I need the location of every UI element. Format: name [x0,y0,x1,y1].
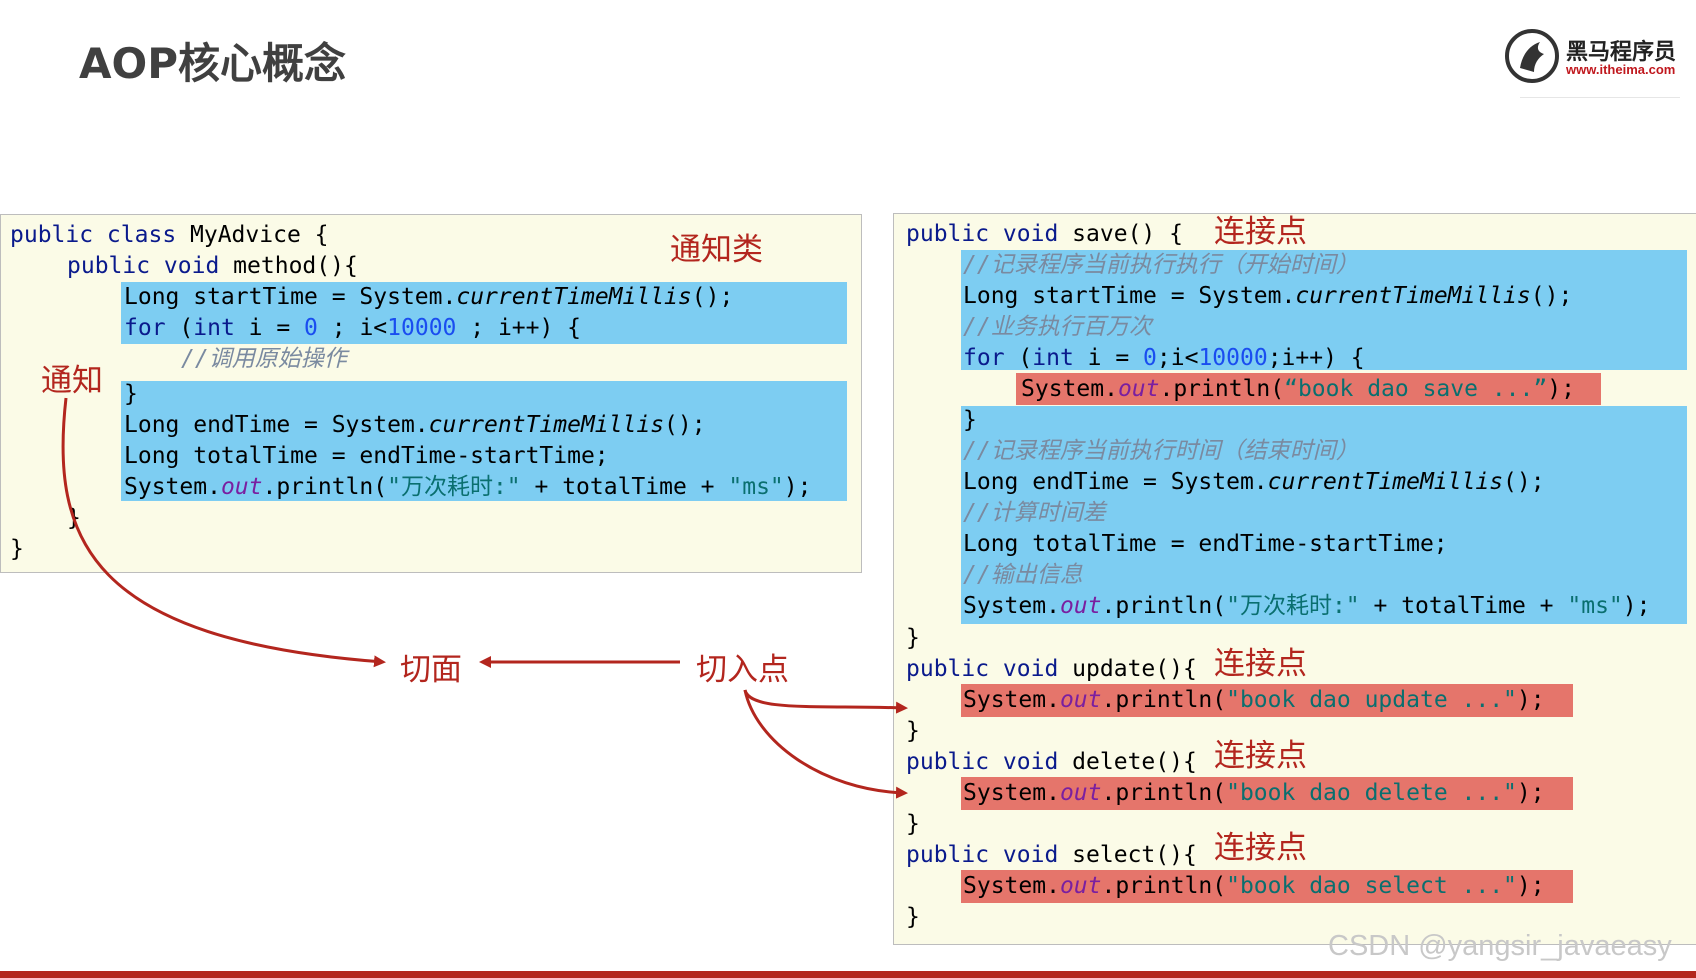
logo-url: www.itheima.com [1566,62,1676,77]
right-select-body: System.out.println("book dao select ..."… [963,873,1545,899]
right-update-close: } [906,718,920,744]
left-line-8: Long totalTime = endTime-startTime; [124,443,609,469]
right-update-body: System.out.println("book dao update ..."… [963,687,1545,713]
aspect-label: 切面 [400,652,462,688]
joinpoint-label-update: 连接点 [1214,646,1307,682]
delete-body-highlight [961,777,1573,810]
right-save-decl: public void save() { [906,221,1183,247]
advice-label: 通知 [41,363,103,399]
right-comment-4: //计算时间差 [963,500,1106,526]
left-line-11: } [10,536,24,562]
right-delete-decl: public void delete(){ [906,749,1197,775]
right-save-close: } [906,625,920,651]
save-highlight-top [961,250,1687,370]
pointcut-to-update-arrow [743,689,908,714]
left-line-3: Long startTime = System.currentTimeMilli… [124,284,734,310]
advice-highlight-top [121,282,847,344]
logo-name: 黑马程序员 [1566,40,1677,65]
left-line-2: public void method(){ [67,253,358,279]
right-update-decl: public void update(){ [906,656,1197,682]
left-line-6: } [124,381,138,407]
logo-horse-icon [1505,29,1559,83]
right-select-close: } [906,904,920,930]
save-highlight-bottom [961,406,1687,624]
save-body-highlight [1016,373,1601,405]
right-line-start: Long startTime = System.currentTimeMilli… [963,283,1573,309]
right-line-print-total: System.out.println("万次耗时:" + totalTime +… [963,593,1651,619]
right-line-for: for (int i = 0;i<10000;i++) { [963,345,1365,371]
right-comment-5: //输出信息 [963,562,1083,588]
watermark: CSDN @yangsir_javaeasy [1328,930,1672,962]
select-body-highlight [961,870,1573,903]
joinpoint-label-delete: 连接点 [1214,738,1307,774]
left-line-9: System.out.println("万次耗时:" + totalTime +… [124,474,812,500]
right-delete-body: System.out.println("book dao delete ..."… [963,780,1545,806]
pointcut-to-delete-arrow [743,689,908,799]
right-comment-3: //记录程序当前执行时间（结束时间） [963,438,1359,464]
right-line-end: Long endTime = System.currentTimeMillis(… [963,469,1545,495]
left-line-4: for (int i = 0 ; i<10000 ; i++) { [124,315,582,341]
left-line-1: public class MyAdvice { [10,222,329,248]
footer-bar [0,971,1696,978]
advice-to-aspect-arrow [61,397,386,668]
advice-highlight-bottom [121,381,847,501]
page-title: AOP核心概念 [79,39,346,88]
right-line-save-print: System.out.println(“book dao save ...”); [1021,376,1575,402]
right-delete-close: } [906,811,920,837]
left-line-5: //调用原始操作 [181,346,347,372]
logo-divider [1520,97,1680,98]
logo: 黑马程序员 www.itheima.com [1504,26,1684,86]
pointcut-label: 切入点 [696,652,789,688]
joinpoint-label-save: 连接点 [1214,214,1307,250]
advice-class-label: 通知类 [670,232,763,268]
right-select-decl: public void select(){ [906,842,1197,868]
right-line-for-close: } [963,407,977,433]
right-comment-1: //记录程序当前执行执行（开始时间） [963,252,1359,278]
right-comment-2: //业务执行百万次 [963,314,1152,340]
right-line-total: Long totalTime = endTime-startTime; [963,531,1448,557]
joinpoint-label-select: 连接点 [1214,830,1307,866]
update-body-highlight [961,684,1573,717]
left-line-7: Long endTime = System.currentTimeMillis(… [124,412,706,438]
